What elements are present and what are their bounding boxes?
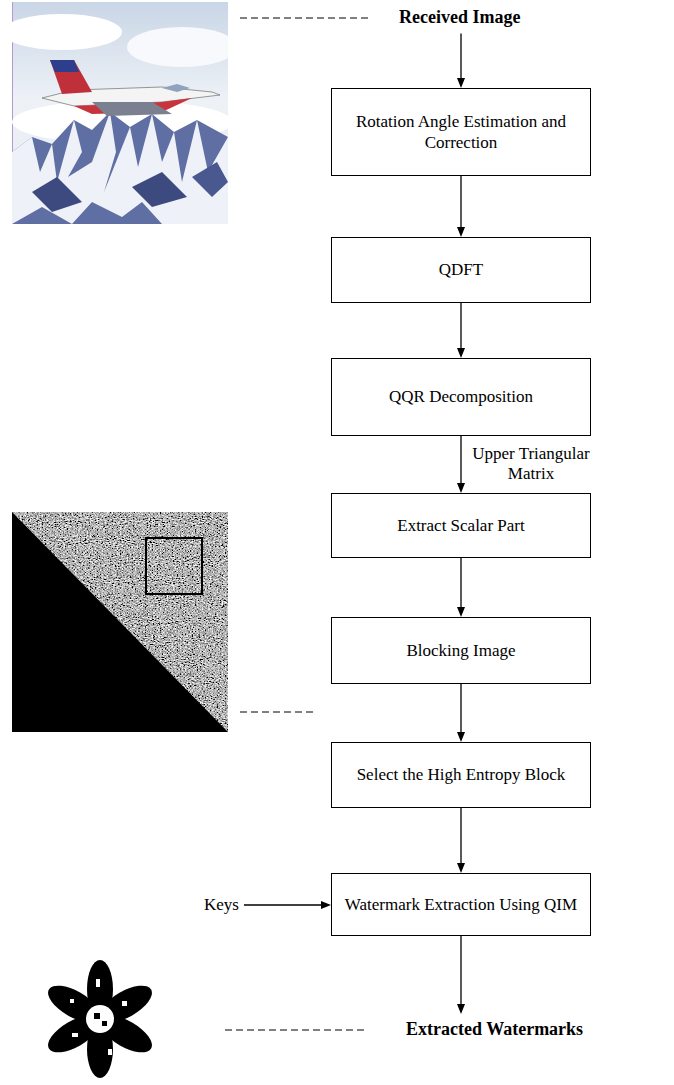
arrowhead <box>457 732 465 742</box>
connector-line <box>460 303 461 349</box>
process-box: Blocking Image <box>331 617 591 684</box>
flow-arrow <box>457 34 465 88</box>
node-text: Extract Scalar Part <box>397 515 524 536</box>
flow-arrow <box>244 901 331 909</box>
text-stack: QDFT <box>439 259 483 280</box>
connector-line <box>460 684 461 733</box>
flow-arrow <box>457 936 465 1014</box>
arrowhead <box>457 1004 465 1014</box>
connector-line <box>460 436 461 484</box>
arrowhead <box>457 607 465 617</box>
process-box: QQR Decomposition <box>331 358 591 436</box>
process-box: Rotation Angle Estimation and Correction <box>331 88 591 176</box>
node-text: Keys <box>204 895 239 915</box>
process-box: QDFT <box>331 237 591 303</box>
node-text: QQR Decomposition <box>389 386 533 407</box>
node-text: Blocking Image <box>406 640 515 661</box>
flow-arrow <box>457 808 465 873</box>
leader-line <box>240 712 315 713</box>
text-stack: Watermark Extraction Using QIM <box>345 894 577 915</box>
connector-line <box>244 904 322 905</box>
connector-line <box>460 558 461 608</box>
text-stack: Rotation Angle Estimation and Correction <box>340 111 582 154</box>
flow-arrow <box>457 558 465 617</box>
arrowhead <box>321 901 331 909</box>
node-text: Rotation Angle Estimation and Correction <box>340 111 582 154</box>
text-stack: Keys <box>204 895 239 915</box>
leader-line <box>240 18 370 19</box>
text-stack: Extracted Watermarks <box>406 1019 583 1041</box>
text-stack: Select the High Entropy Block <box>357 764 566 785</box>
connector-line <box>460 808 461 864</box>
node-text: Select the High Entropy Block <box>357 764 566 785</box>
process-box: Extract Scalar Part <box>331 493 591 558</box>
node-text: QDFT <box>439 259 483 280</box>
watermark-logo <box>30 955 170 1083</box>
text-stack: Received Image <box>399 7 520 29</box>
arrowhead <box>457 348 465 358</box>
flow-arrow <box>457 303 465 358</box>
terminal-label: Extracted Watermarks <box>406 1019 583 1041</box>
scalar-part-image <box>12 512 228 732</box>
connector-line <box>460 34 461 79</box>
arrowhead <box>457 227 465 237</box>
process-box: Select the High Entropy Block <box>331 742 591 808</box>
node-text: Received Image <box>399 7 520 29</box>
text-stack: Blocking Image <box>406 640 515 661</box>
connector-line <box>460 176 461 228</box>
connector-line <box>460 936 461 1005</box>
terminal-label: Received Image <box>399 7 520 29</box>
edge-label: Upper Triangular Matrix <box>467 444 595 485</box>
node-text: Watermark Extraction Using QIM <box>345 894 577 915</box>
flow-arrow <box>457 684 465 742</box>
arrowhead <box>457 863 465 873</box>
flow-arrow <box>457 176 465 237</box>
leader-line <box>225 1030 365 1031</box>
terminal-label: Keys <box>204 895 239 915</box>
process-box: Watermark Extraction Using QIM <box>331 873 591 936</box>
aircraft-photo <box>12 2 228 224</box>
arrowhead <box>457 78 465 88</box>
node-text: Extracted Watermarks <box>406 1019 583 1041</box>
flow-arrow <box>457 436 465 493</box>
arrowhead <box>457 483 465 493</box>
text-stack: QQR Decomposition <box>389 386 533 407</box>
text-stack: Extract Scalar Part <box>397 515 524 536</box>
